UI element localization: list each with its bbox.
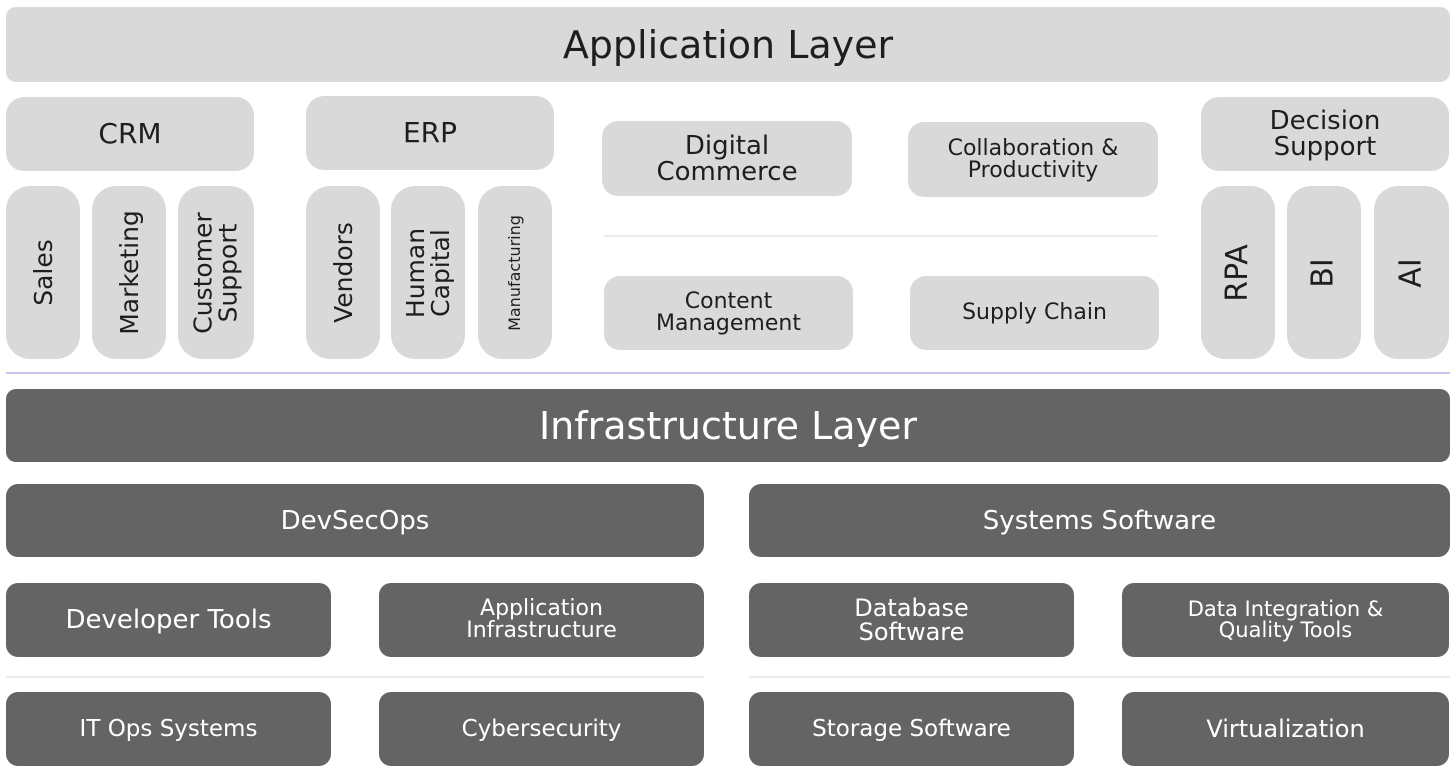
erp-item-vendors: Vendors — [306, 186, 380, 359]
decision-item-bi: BI — [1287, 186, 1361, 359]
decision-support-box: Decision Support — [1201, 97, 1449, 171]
cybersecurity-label: Cybersecurity — [461, 715, 622, 742]
crm-item-customer-support-line1: Customer — [189, 211, 218, 334]
crm-item-customer-support: Customer Support — [178, 186, 254, 359]
devsecops-box: DevSecOps — [6, 484, 704, 557]
systems-row-separator — [749, 676, 1450, 678]
erp-item-manufacturing-label: Manufacturing — [505, 214, 525, 331]
erp-item-manufacturing: Manufacturing — [478, 186, 552, 359]
application-layer-header: Application Layer — [6, 7, 1450, 82]
application-infrastructure-line1: Application — [480, 596, 603, 621]
developer-tools-label: Developer Tools — [65, 605, 272, 635]
digital-commerce-box: Digital Commerce — [602, 121, 852, 196]
crm-item-sales-label: Sales — [28, 239, 58, 306]
content-management-line1: Content — [684, 289, 773, 314]
devsecops-title: DevSecOps — [280, 505, 430, 536]
content-management-box: Content Management — [604, 276, 853, 350]
crm-item-marketing-label: Marketing — [114, 210, 144, 335]
crm-item-marketing: Marketing — [92, 186, 166, 359]
cybersecurity-box: Cybersecurity — [379, 692, 704, 766]
crm-title: CRM — [98, 117, 162, 150]
erp-box: ERP — [306, 96, 554, 170]
erp-item-human-capital: Human Capital — [391, 186, 465, 359]
database-software-line1: Database — [854, 594, 969, 622]
supply-chain-box: Supply Chain — [910, 276, 1159, 350]
collaboration-line2: Productivity — [967, 157, 1099, 183]
devsecops-row-separator — [6, 676, 704, 678]
application-infrastructure-box: Application Infrastructure — [379, 583, 704, 657]
collaboration-productivity-box: Collaboration & Productivity — [908, 122, 1158, 197]
erp-title: ERP — [402, 116, 458, 149]
data-integration-box: Data Integration & Quality Tools — [1122, 583, 1449, 657]
data-integration-line1: Data Integration & — [1187, 597, 1384, 621]
data-integration-line2: Quality Tools — [1218, 618, 1353, 642]
decision-item-ai-label: AI — [1393, 257, 1429, 288]
infrastructure-layer-header: Infrastructure Layer — [6, 389, 1450, 462]
supply-chain-label: Supply Chain — [962, 300, 1107, 325]
infrastructure-layer-title: Infrastructure Layer — [538, 403, 918, 448]
digital-commerce-line1: Digital — [684, 130, 770, 161]
erp-item-human-capital-line2: Capital — [426, 228, 456, 317]
application-infrastructure-line2: Infrastructure — [466, 618, 617, 643]
decision-item-ai: AI — [1374, 186, 1449, 359]
erp-item-human-capital-line1: Human — [401, 227, 431, 318]
crm-box: CRM — [6, 97, 254, 171]
virtualization-box: Virtualization — [1122, 692, 1449, 766]
it-ops-systems-box: IT Ops Systems — [6, 692, 331, 766]
crm-item-sales: Sales — [6, 186, 80, 359]
virtualization-label: Virtualization — [1206, 715, 1365, 743]
database-software-box: Database Software — [749, 583, 1074, 657]
middle-separator — [604, 235, 1158, 237]
collaboration-line1: Collaboration & — [947, 135, 1119, 161]
digital-commerce-line2: Commerce — [656, 156, 798, 187]
layer-separator — [6, 372, 1450, 374]
developer-tools-box: Developer Tools — [6, 583, 331, 657]
database-software-line2: Software — [858, 618, 965, 646]
erp-item-vendors-label: Vendors — [328, 222, 358, 323]
storage-software-box: Storage Software — [749, 692, 1074, 766]
systems-software-title: Systems Software — [982, 505, 1217, 536]
decision-item-bi-label: BI — [1306, 257, 1341, 288]
systems-software-box: Systems Software — [749, 484, 1450, 557]
decision-support-line2: Support — [1273, 132, 1377, 162]
content-management-line2: Management — [656, 311, 801, 336]
decision-item-rpa: RPA — [1201, 186, 1275, 359]
application-layer-title: Application Layer — [562, 22, 894, 67]
crm-item-customer-support-line2: Support — [214, 223, 243, 322]
it-ops-systems-label: IT Ops Systems — [79, 715, 258, 742]
storage-software-label: Storage Software — [812, 715, 1011, 742]
decision-support-line1: Decision — [1269, 106, 1381, 136]
decision-item-rpa-label: RPA — [1219, 243, 1255, 302]
